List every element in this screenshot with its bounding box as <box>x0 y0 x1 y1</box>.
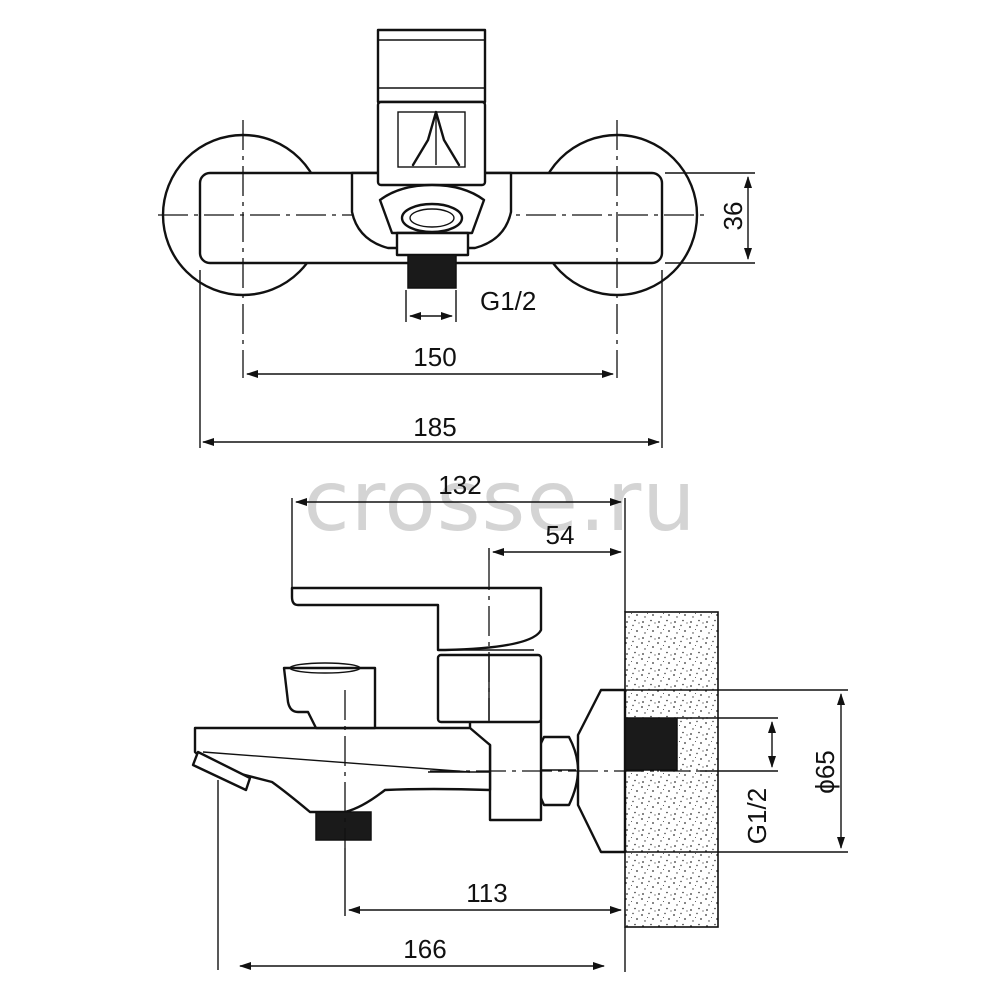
lever-base-dimension: 54 <box>546 520 575 550</box>
height-dimension: 36 <box>718 202 748 231</box>
top-thread-dimension: G1/2 <box>480 286 536 316</box>
wall-fitting <box>624 717 678 771</box>
diverter-knob <box>282 666 377 730</box>
outlet-dimension: 113 <box>466 878 507 908</box>
side-lever <box>290 586 543 652</box>
flange-diameter-dimension: ϕ65 <box>810 750 840 793</box>
spout-dimension: 166 <box>403 934 446 964</box>
side-view: 132 54 113 166 ϕ65 G1/2 <box>191 470 848 972</box>
side-spout <box>193 726 492 814</box>
overall-width-dimension: 185 <box>413 412 456 442</box>
watermark: crosse.ru <box>304 452 697 550</box>
lever-reach-dimension: 132 <box>438 470 481 500</box>
inlet-thread-dimension: G1/2 <box>742 788 772 844</box>
centers-dimension: 150 <box>413 342 456 372</box>
top-view: G1/2 150 185 36 <box>158 28 755 448</box>
top-thread <box>407 254 457 289</box>
top-lever <box>376 28 487 104</box>
side-thread <box>315 811 372 841</box>
